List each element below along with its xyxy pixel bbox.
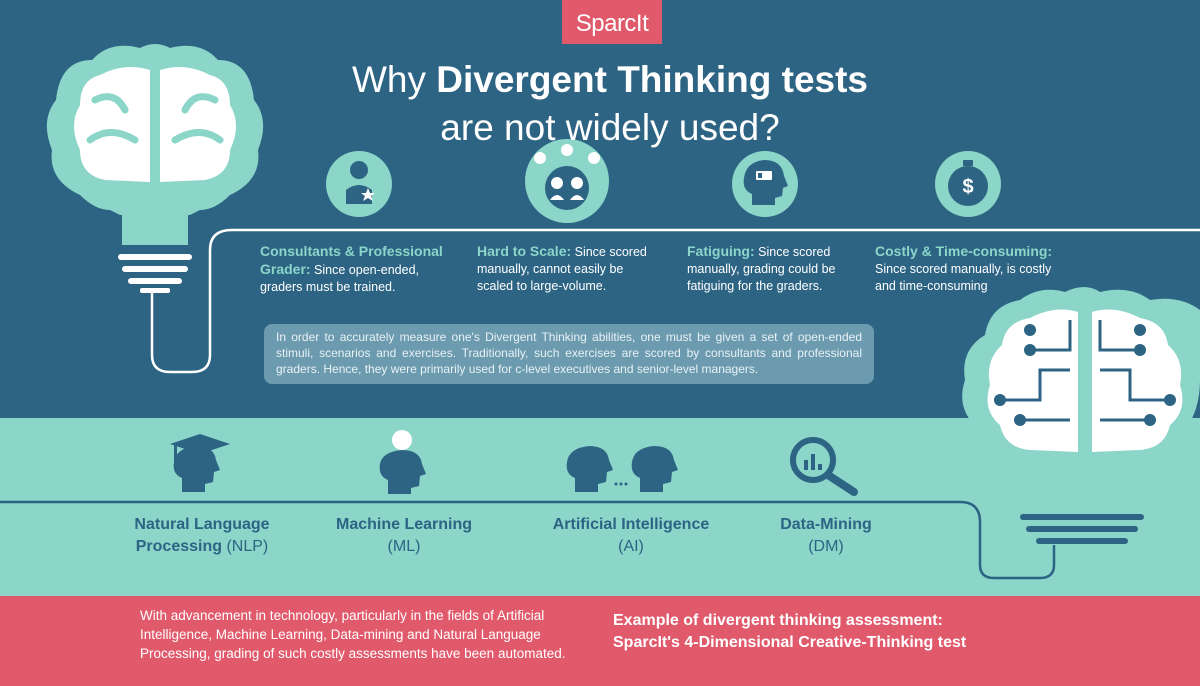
tech-label: Machine Learning (335, 516, 473, 533)
page-title: Why Divergent Thinking tests are not wid… (280, 56, 940, 152)
reason-heading: Hard to Scale: (477, 243, 572, 259)
reason-fatiguing: Fatiguing: Since scored manually, gradin… (687, 243, 852, 295)
reason-text: Since scored manually, cannot easily be … (477, 245, 647, 293)
reason-costly: Costly & Time-consuming: Since scored ma… (875, 243, 1065, 295)
middle-band (0, 418, 1200, 596)
example-test-name: SparcIt's 4-Dimensional Creative-Thinkin… (613, 634, 967, 651)
reason-consultants: Consultants & Professional Grader: Since… (260, 243, 460, 296)
tech-ml: Machine Learning (ML) (309, 514, 499, 558)
sparcit-logo: SparcIt (562, 0, 662, 44)
title-line2: are not widely used? (440, 107, 780, 148)
reason-text: Since scored manually, grading could be … (687, 245, 836, 293)
bottom-band (0, 596, 1200, 686)
tech-dm: Data-Mining (DM) (731, 514, 921, 558)
bottom-left-text: With advancement in technology, particul… (140, 608, 566, 661)
title-plain: Why (351, 59, 437, 100)
reason-heading: Fatiguing: (687, 243, 755, 259)
tech-abbr: (NLP) (222, 538, 269, 555)
tech-label: Data-Mining (780, 516, 872, 533)
tech-abbr: (DM) (808, 538, 844, 555)
example-heading: Example of divergent thinking assessment… (613, 612, 943, 629)
reason-text: Since open-ended, graders must be traine… (260, 263, 419, 294)
tech-label-bold: Processing (135, 538, 223, 555)
tech-label: Natural Language (134, 516, 270, 533)
reason-heading: Consultants & Professional Grader: (260, 243, 443, 277)
reason-text: Since scored manually, is costly and tim… (875, 262, 1052, 293)
tech-abbr: (AI) (618, 538, 644, 555)
bottom-right-text: Example of divergent thinking assessment… (613, 610, 1173, 654)
info-box: In order to accurately measure one's Div… (264, 324, 874, 384)
reason-hard-to-scale: Hard to Scale: Since scored manually, ca… (477, 243, 657, 295)
tech-label: Artificial Intelligence (552, 516, 710, 533)
title-bold: Divergent Thinking tests (436, 59, 868, 100)
tech-abbr: (ML) (387, 538, 421, 555)
tech-nlp: Natural Language Processing (NLP) (107, 514, 297, 558)
tech-ai: Artificial Intelligence (AI) (526, 514, 736, 558)
reason-heading: Costly & Time-consuming: (875, 243, 1053, 259)
